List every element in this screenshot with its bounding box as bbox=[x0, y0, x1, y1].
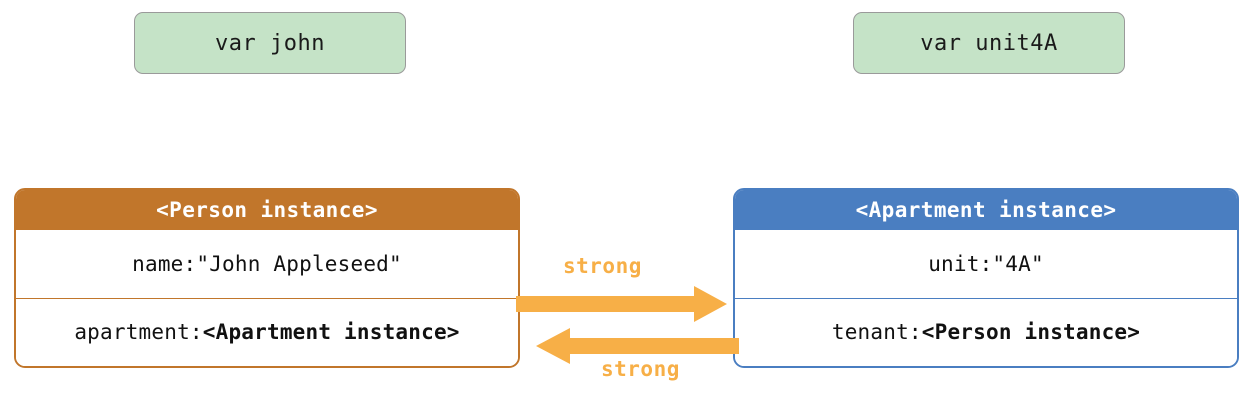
property-label-unit: unit: bbox=[928, 251, 993, 276]
instance-card-apartment: <Apartment instance> unit: "4A" tenant: … bbox=[733, 188, 1239, 368]
property-value-unit: "4A" bbox=[992, 251, 1044, 276]
property-label-name: name: bbox=[132, 251, 197, 276]
variable-label-john: var john bbox=[215, 30, 325, 56]
property-label-tenant: tenant: bbox=[831, 320, 922, 345]
arrow-label-strong-bottom: strong bbox=[601, 357, 680, 381]
property-value-name: "John Appleseed" bbox=[196, 251, 402, 276]
property-value-apartment: <Apartment instance> bbox=[202, 320, 460, 345]
variable-box-john: var john bbox=[134, 12, 406, 74]
property-label-apartment: apartment: bbox=[74, 320, 203, 345]
instance-row-person-apartment: apartment: <Apartment instance> bbox=[16, 297, 518, 366]
instance-row-person-name: name: "John Appleseed" bbox=[16, 230, 518, 298]
variable-label-unit4a: var unit4A bbox=[920, 30, 1058, 56]
property-value-tenant: <Person instance> bbox=[921, 320, 1141, 345]
instance-header-person: <Person instance> bbox=[16, 190, 518, 230]
arrow-right-strong-icon bbox=[516, 286, 727, 322]
instance-header-apartment: <Apartment instance> bbox=[735, 190, 1237, 230]
arrow-label-strong-top: strong bbox=[563, 254, 642, 278]
instance-card-person: <Person instance> name: "John Appleseed"… bbox=[14, 188, 520, 368]
variable-box-unit4a: var unit4A bbox=[853, 12, 1125, 74]
instance-row-apartment-tenant: tenant: <Person instance> bbox=[735, 297, 1237, 366]
instance-row-apartment-unit: unit: "4A" bbox=[735, 230, 1237, 298]
